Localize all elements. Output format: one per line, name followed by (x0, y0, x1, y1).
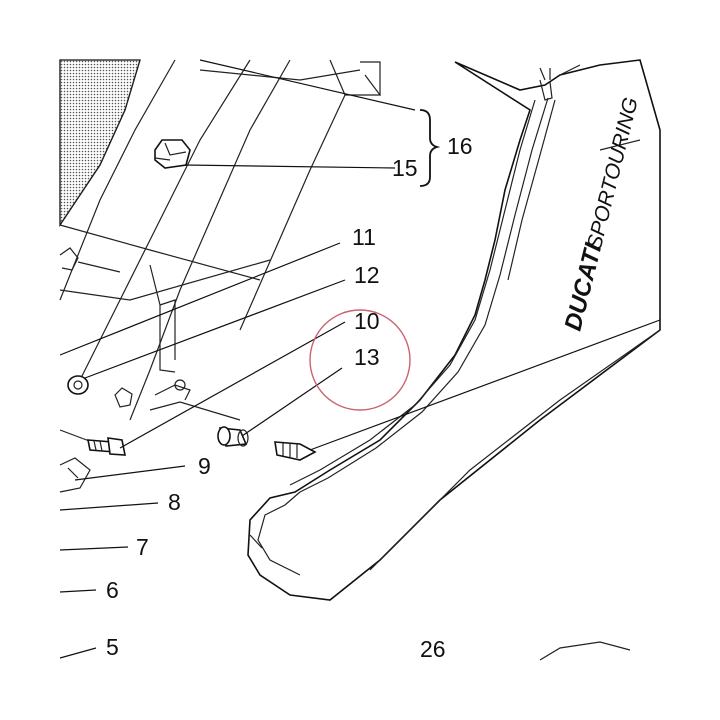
fairing-panel-26 (247, 59, 661, 661)
label-6: 6 (106, 577, 119, 603)
spacer-part-13 (217, 426, 249, 447)
screw-part-10 (274, 441, 317, 461)
label-16: 16 (447, 133, 473, 159)
leader-lines (59, 59, 661, 659)
highlight-circle (309, 309, 411, 411)
label-15: 15 (392, 155, 418, 181)
label-8: 8 (168, 489, 181, 515)
label-7: 7 (136, 534, 149, 560)
brace-16 (419, 109, 441, 187)
label-9: 9 (198, 453, 211, 479)
label-12: 12 (354, 262, 380, 288)
label-11: 11 (352, 224, 376, 250)
screw-left (87, 437, 126, 456)
label-10: 10 (354, 308, 380, 334)
label-13: 13 (354, 344, 380, 370)
label-26: 26 (420, 636, 446, 662)
frame-structure (59, 59, 382, 493)
clip-part-15 (154, 139, 191, 169)
washer-part-12 (67, 375, 89, 395)
label-5: 5 (106, 634, 119, 660)
